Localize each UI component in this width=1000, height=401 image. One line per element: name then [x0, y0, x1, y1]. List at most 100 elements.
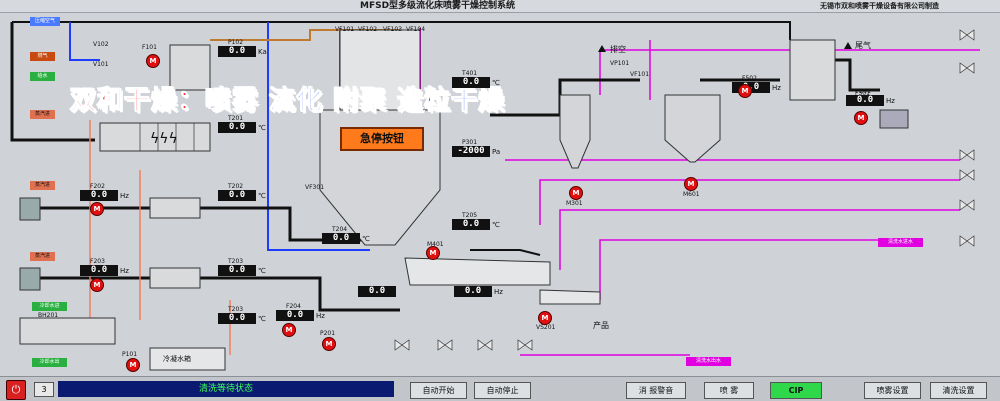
unit-t203: ℃	[258, 267, 266, 275]
motor-f101[interactable]: M	[146, 54, 160, 68]
blue-line-left	[69, 22, 100, 61]
spray-button[interactable]: 喷 雾	[704, 382, 754, 399]
steam-source-2: 蒸汽进	[30, 181, 55, 190]
motor-f203[interactable]: M	[90, 278, 104, 292]
tag-vf101: VF101	[335, 26, 355, 33]
motor-f202[interactable]: M	[90, 202, 104, 216]
cip-button[interactable]: CIP	[770, 382, 822, 399]
tag-vf102: VF102	[358, 26, 378, 33]
alarm-silence-button[interactable]: 消 报警音	[626, 382, 686, 399]
tag-vf101b: VF101	[630, 71, 650, 78]
unit-t204: ℃	[362, 235, 370, 243]
tag-p201: P201	[320, 330, 336, 337]
tag-t204: T204	[332, 226, 348, 233]
status-display: 清洗等待状态	[58, 381, 394, 397]
unit-p102: Ka	[258, 48, 267, 56]
tag-vf104: VF104	[406, 26, 426, 33]
cold-water-tank	[149, 347, 226, 371]
unit-f204: Hz	[316, 312, 325, 320]
motor-f201[interactable]: M	[854, 111, 868, 125]
tag-bh201: BH201	[38, 312, 59, 319]
duct-exhaust	[835, 58, 880, 92]
motor-p101[interactable]: M	[126, 358, 140, 372]
air-filter-1	[19, 197, 41, 221]
tag-v102: V102	[93, 41, 109, 48]
value-f203: 0.0	[80, 265, 118, 276]
unit-t201: ℃	[258, 124, 266, 132]
cold-water-out-source: 冷却水出	[32, 358, 67, 367]
feed-tank	[169, 44, 211, 91]
tag-p301: P301	[462, 139, 478, 146]
motor-vs201[interactable]: M	[538, 311, 552, 325]
tail-gas-arrow	[844, 42, 852, 49]
cold-water-tank-label: 冷凝水箱	[163, 355, 191, 363]
unit-t202: ℃	[258, 192, 266, 200]
wash-settings-button[interactable]: 清洗设置	[930, 382, 987, 399]
process-diagram: ϟϟϟ	[10, 21, 980, 371]
auto-stop-button[interactable]: 自动停止	[474, 382, 531, 399]
value-t203b: 0.0	[218, 313, 256, 324]
value-t401: 0.0	[452, 77, 490, 88]
tag-v101: V101	[93, 61, 109, 68]
tag-vf103: VF103	[383, 26, 403, 33]
motor-p201[interactable]: M	[322, 337, 336, 351]
tag-vp101: VP101	[610, 60, 630, 67]
main-air-duct	[10, 22, 95, 142]
motor-m301[interactable]: M	[569, 186, 583, 200]
tag-t202: T202	[228, 183, 244, 190]
motor-f204[interactable]: M	[282, 323, 296, 337]
motor-f502[interactable]: M	[738, 84, 752, 98]
exhaust-arrow	[598, 45, 606, 52]
value-p102: 0.0	[218, 46, 256, 57]
value-t205: 0.0	[452, 219, 490, 230]
spray-settings-button[interactable]: 喷雾设置	[864, 382, 921, 399]
compressed-air-source: 压缩空气	[30, 17, 60, 26]
motor-m601[interactable]: M	[684, 177, 698, 191]
tag-f501: F501	[855, 90, 870, 97]
tag-f101: F101	[142, 44, 157, 51]
tag-f502: F502	[742, 75, 757, 82]
unit-f201: Hz	[886, 97, 895, 105]
unit-f502: Hz	[772, 84, 781, 92]
motor-m401[interactable]: M	[426, 246, 440, 260]
tag-m601: M601	[683, 191, 700, 198]
tag-f204: F204	[286, 303, 301, 310]
tag-m301: M301	[566, 200, 583, 207]
wash-in-source: 清洗水进水	[878, 238, 923, 247]
product-label: 产品	[593, 321, 609, 330]
page-title: MFSD型多级流化床喷雾干燥控制系统	[360, 1, 516, 11]
blue-line-right	[267, 22, 370, 251]
value-p301: -2000	[452, 146, 490, 157]
bottom-toolbar: ⏻ 3 清洗等待状态 自动开始 自动停止 消 报警音 喷 雾 CIP 喷雾设置 …	[0, 376, 1000, 401]
banner-processes: 喷雾 流化 附聚 造粒干燥	[205, 86, 506, 117]
title-bar: MFSD型多级流化床喷雾干燥控制系统 无锡市双和喷雾干燥设备有限公司制造	[0, 0, 1000, 13]
water-source: 给水	[30, 72, 55, 81]
bag-filter	[664, 94, 721, 163]
auto-start-button[interactable]: 自动开始	[410, 382, 467, 399]
unit-vf201: Hz	[494, 288, 503, 296]
cold-water-in-source: 冷却水进	[32, 302, 67, 311]
unit-p301: Pa	[492, 148, 501, 156]
value-t202: 0.0	[218, 190, 256, 201]
tag-p101: P101	[122, 351, 138, 358]
unit-t205: ℃	[492, 221, 500, 229]
steam-source-1: 蒸汽进	[30, 110, 55, 119]
tag-f202: F202	[90, 183, 105, 190]
tag-t201: T201	[228, 115, 244, 122]
tag-f201: F201	[856, 88, 871, 95]
value-t204: 0.0	[322, 233, 360, 244]
power-icon[interactable]: ⏻	[6, 380, 26, 400]
value-f202: 0.0	[80, 190, 118, 201]
vibrating-screen	[539, 289, 601, 305]
magenta-line-6	[559, 209, 960, 270]
emergency-stop-button[interactable]: 急停按钮	[340, 127, 424, 151]
screen-counter: 3	[34, 382, 54, 397]
magenta-line-7	[599, 239, 880, 300]
value-f201: 0.0	[846, 95, 884, 106]
exhaust-label: 排空	[610, 45, 626, 54]
heater-symbols: ϟϟϟ	[150, 131, 178, 147]
magenta-line-5	[539, 179, 960, 225]
heat-exchanger-main	[99, 122, 211, 152]
exhaust-filter	[789, 39, 836, 101]
tag-m401: M401	[427, 241, 444, 248]
